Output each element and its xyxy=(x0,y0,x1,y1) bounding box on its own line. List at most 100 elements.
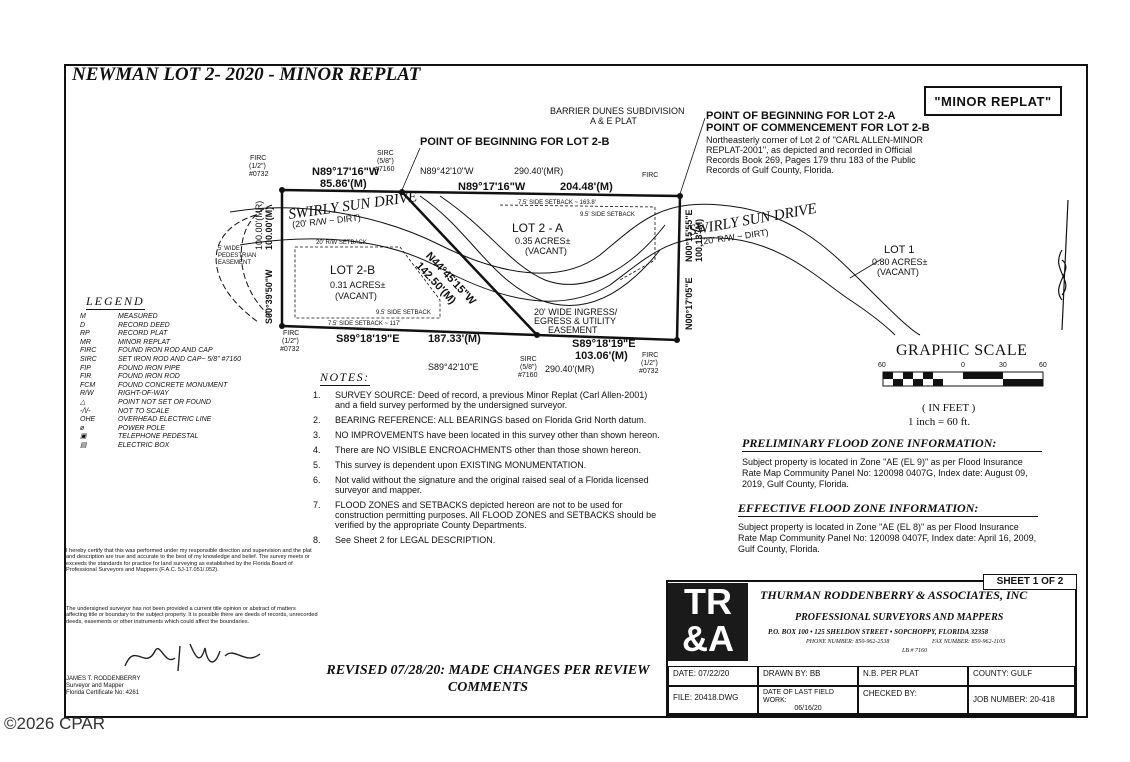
lot-2a-setback xyxy=(499,204,656,281)
side-setback-2b: 7.5' SIDE SETBACK ~ 117' xyxy=(328,321,401,327)
firm-logo-line-1: TR xyxy=(684,581,732,622)
lot-2a-vacant: (VACANT) xyxy=(525,246,567,256)
ae-plat-label: A & E PLAT xyxy=(590,116,637,126)
rw-setback-2b: 20' R/W SETBACK xyxy=(316,240,367,246)
page-title: NEWMAN LOT 2- 2020 - MINOR REPLAT xyxy=(72,64,421,85)
firm-logo: TR &A xyxy=(668,583,748,661)
street-right-curve-bottom xyxy=(239,237,896,336)
tb-last-field: DATE OF LAST FIELD WORK: 06/16/20 xyxy=(758,686,858,714)
easement-curve-a xyxy=(419,195,661,307)
preliminary-flood-title: PRELIMINARY FLOOD ZONE INFORMATION: xyxy=(742,436,1042,452)
revision-note: REVISED 07/28/20: MADE CHANGES PER REVIE… xyxy=(326,663,650,695)
corner-marker-se xyxy=(674,337,680,343)
firm-address: P.O. BOX 100 • 125 SHELDON STREET • SOPC… xyxy=(768,628,989,636)
tb-last-field-label: DATE OF LAST FIELD WORK: xyxy=(763,689,834,704)
pob-2a-leader xyxy=(679,117,706,195)
firm-fax: FAX NUMBER: 850-962-1103 xyxy=(932,639,1006,645)
pedestrian-easement-arc xyxy=(215,214,259,323)
sirc-s-number: #7160 xyxy=(518,372,538,379)
firc-sw-label: FIRC xyxy=(283,330,300,337)
distance-south-3: 290.40'(MR) xyxy=(545,364,595,374)
tb-file: FILE: 20418.DWG xyxy=(668,686,758,714)
lot-2b-setback-box xyxy=(294,246,441,319)
scale-tick-60-left: 60 xyxy=(878,362,886,369)
note-item: 7.FLOOD ZONES and SETBACKS depicted here… xyxy=(313,500,657,530)
legend-title: LEGEND xyxy=(86,294,145,310)
firm-lb-number: LB # 7160 xyxy=(902,648,928,654)
legend-item: -/\/-NOT TO SCALE xyxy=(80,407,170,415)
firc-sw-number: #0732 xyxy=(280,346,300,353)
sirc-s-label: SIRC xyxy=(520,356,537,363)
plat-sheet-border xyxy=(64,64,1088,718)
west-distance-measured: 100.00'(M) xyxy=(264,206,274,250)
ne-corner-description: Northeasterly corner of Lot 2 of "CARL A… xyxy=(706,135,923,145)
tb-job-number: JOB NUMBER: 20-418 xyxy=(968,686,1075,714)
easement-label: 20' WIDE INGRESS/ xyxy=(534,307,618,317)
note-item: 2.BEARING REFERENCE: ALL BEARINGS based … xyxy=(313,415,647,425)
ne-corner-description-2: REPLAT-2001", as depicted and recorded i… xyxy=(706,145,912,155)
easement-label-2: EGRESS & UTILITY xyxy=(534,316,617,326)
preliminary-flood-text: Subject property is located in Zone "AE … xyxy=(742,457,1028,489)
tb-drawn-by: DRAWN BY: BB xyxy=(758,666,858,686)
distance-north-2: 290.40'(MR) xyxy=(514,166,564,176)
note-item: 4.There are NO VISIBLE ENCROACHMENTS oth… xyxy=(313,445,642,455)
lot-2a-acres: 0.35 ACRES± xyxy=(515,236,571,246)
legend-item: ▤ELECTRIC BOX xyxy=(80,441,170,449)
tb-nb: N.B. PER PLAT xyxy=(858,666,968,686)
sirc-n-number: #7160 xyxy=(375,166,395,173)
firc-sw-size: (1/2") xyxy=(282,338,299,345)
easement-curve-b xyxy=(439,195,666,285)
corner-marker-ne xyxy=(677,193,683,199)
distance-north-3: 204.48'(M) xyxy=(560,181,613,193)
lot-2b-vacant: (VACANT) xyxy=(335,291,377,301)
easement-label-3: EASEMENT xyxy=(548,325,598,335)
lot-2a-label: LOT 2 - A xyxy=(512,221,564,235)
ne-corner-description-4: Records of Gulf County, Florida. xyxy=(706,165,834,175)
note-item: 6.Not valid without the signature and th… xyxy=(313,475,649,495)
corner-marker-nw xyxy=(279,187,285,193)
firm-subtitle: PROFESSIONAL SURVEYORS AND MAPPERS xyxy=(795,612,1004,623)
distance-south-2: 103.06'(M) xyxy=(575,350,628,362)
note-item: 3.NO IMPROVEMENTS have been located in t… xyxy=(313,430,660,440)
side-setback-2a: 7.5' SIDE SETBACK ~ 163.8' xyxy=(518,200,596,206)
north-arrow xyxy=(1058,199,1069,331)
lot-2b-label: LOT 2-B xyxy=(330,263,376,277)
sirc-s-size: (5/8") xyxy=(520,364,537,371)
bearing-north-1: N89°17'16"W xyxy=(312,166,380,178)
scale-block xyxy=(893,379,903,386)
legend-item: △POINT NOT SET OR FOUND xyxy=(80,398,211,406)
pob-lot-2a-label: POINT OF BEGINNING FOR LOT 2-A xyxy=(706,110,896,122)
pob-lot-2b-label: POINT OF BEGINNING FOR LOT 2-B xyxy=(420,136,610,148)
bearing-south-1: S89°18'19"E xyxy=(336,333,400,345)
distance-north-1: 85.86'(M) xyxy=(320,178,367,190)
side-setback-9-5-2a: 9.5' SIDE SETBACK xyxy=(580,212,635,218)
firc-nw-size: (1/2") xyxy=(249,163,266,170)
pedestrian-easement-label: 5' WIDE PEDESTRIAN EASEMENT xyxy=(218,246,257,266)
scale-tick-60-right: 60 xyxy=(1039,362,1047,369)
minor-replat-box: "MINOR REPLAT" xyxy=(924,86,1062,116)
firc-se-number: #0732 xyxy=(639,368,659,375)
firc-nw-label: FIRC xyxy=(250,155,267,162)
scale-block xyxy=(903,372,913,379)
legend-item: ▣TELEPHONE PEDESTAL xyxy=(80,433,199,441)
bearing-north-2: N89°42'10"W xyxy=(420,166,474,176)
effective-flood-title: EFFECTIVE FLOOD ZONE INFORMATION: xyxy=(738,501,1038,517)
surveyor-role: Surveyor and Mapper xyxy=(66,683,124,689)
bearing-north-3: N89°17'16"W xyxy=(458,181,526,193)
scale-tick-0: 0 xyxy=(961,362,965,369)
firm-logo-line-2: &A xyxy=(682,618,734,659)
scale-ratio: 1 inch = 60 ft. xyxy=(908,416,971,428)
tb-last-field-date: 06/16/20 xyxy=(794,705,822,712)
surveyor-certificate: Florida Certificate No: 4261 xyxy=(66,690,140,696)
street-left-curve-top xyxy=(229,203,921,336)
